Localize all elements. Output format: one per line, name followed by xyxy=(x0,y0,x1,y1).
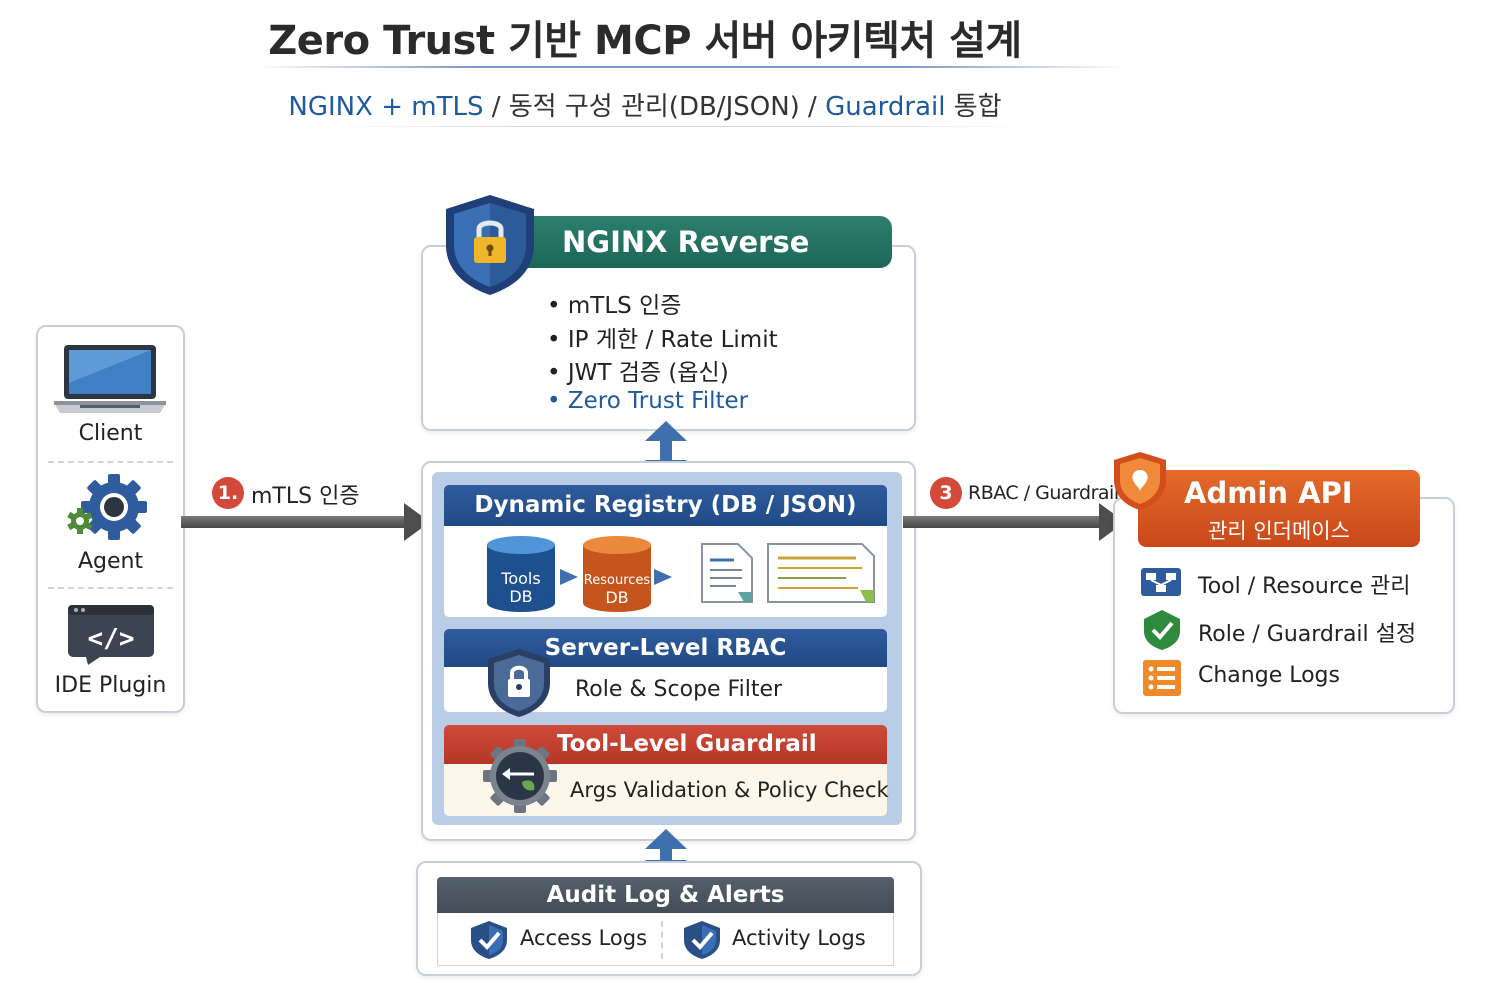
page-title: Zero Trust 기반 MCP 서버 아키텍처 설계 xyxy=(268,18,1022,64)
nginx-bullet-zero-trust: • Zero Trust Filter xyxy=(547,388,749,414)
admin-item-change-logs: Change Logs xyxy=(1198,663,1340,688)
code-window-icon: </> xyxy=(68,605,154,665)
flow-arrow-core-to-admin xyxy=(903,516,1101,528)
admin-api-title: Admin API xyxy=(1184,476,1353,510)
arrow-head-up xyxy=(645,421,687,441)
resources-db-icon xyxy=(583,536,651,612)
guardrail-description: Args Validation & Policy Check xyxy=(570,778,889,802)
admin-api-subtitle: 관리 인더메이스 xyxy=(1208,519,1350,543)
subtitle-divider xyxy=(330,126,1030,127)
subtitle-integration: 통합 xyxy=(945,92,1002,122)
flow-arrow-core-audit xyxy=(660,848,672,862)
audit-access-logs: Access Logs xyxy=(520,926,648,950)
tool-resource-icon xyxy=(1141,568,1181,596)
nginx-bullet-ip-rate: • IP 게한 / Rate Limit xyxy=(547,327,778,353)
change-log-icon xyxy=(1143,660,1181,696)
flow-arrow-nginx-core xyxy=(660,440,672,462)
svg-text:</>: </> xyxy=(88,624,135,654)
step-3-badge: 3 xyxy=(930,477,962,509)
step-1-badge: 1. xyxy=(212,477,244,509)
check-shield-icon xyxy=(1144,610,1180,650)
laptop-icon xyxy=(54,345,166,413)
audit-title: Audit Log & Alerts xyxy=(437,877,894,913)
guardrail-gear-icon xyxy=(483,739,557,813)
admin-shield-icon xyxy=(1114,452,1166,510)
tools-db-icon xyxy=(487,536,555,612)
arrow-right-icon xyxy=(654,569,672,585)
subtitle-nginx-mtls: NGINX + mTLS xyxy=(288,92,484,122)
flow-arrow-client-to-core xyxy=(181,516,405,528)
nginx-bullet-mtls: • mTLS 인증 xyxy=(547,293,682,319)
rbac-title: Server-Level RBAC xyxy=(444,629,887,667)
arrow-head-up xyxy=(645,829,687,849)
subtitle-dynamic-config: / 동적 구성 관리(DB/JSON) / xyxy=(483,92,826,122)
agent-label: Agent xyxy=(77,549,144,574)
config-file-icon xyxy=(767,543,875,603)
admin-item-role-guardrail: Role / Guardrail 설정 xyxy=(1198,622,1417,647)
ide-plugin-label: IDE Plugin xyxy=(54,673,167,698)
divider xyxy=(661,921,663,959)
registry-title: Dynamic Registry (DB / JSON) xyxy=(444,485,887,526)
subtitle-guardrail: Guardrail xyxy=(825,92,946,122)
page-subtitle: NGINX + mTLS / 동적 구성 관리(DB/JSON) / Guard… xyxy=(0,86,1290,123)
lock-shield-icon xyxy=(446,195,534,295)
step-1-label: mTLS 인증 xyxy=(251,484,360,509)
admin-api-header: Admin API 관리 인더메이스 xyxy=(1138,470,1420,547)
divider xyxy=(48,461,173,463)
lock-shield-icon xyxy=(488,649,550,717)
client-label: Client xyxy=(78,421,143,446)
check-shield-icon xyxy=(471,921,507,959)
nginx-bullet-jwt: • JWT 검증 (옵신) xyxy=(547,360,729,386)
check-shield-icon xyxy=(684,921,720,959)
admin-item-tool-resource: Tool / Resource 관리 xyxy=(1198,574,1411,599)
audit-activity-logs: Activity Logs xyxy=(732,926,866,950)
arrow-right-icon xyxy=(560,569,578,585)
rbac-description: Role & Scope Filter xyxy=(575,677,783,702)
divider xyxy=(48,587,173,589)
nginx-title: NGINX Reverse Proxy xyxy=(512,216,892,311)
document-icon xyxy=(701,543,753,603)
audit-body xyxy=(437,913,894,966)
step-3-label: RBAC / Guardrail xyxy=(968,482,1119,504)
client-panel: Client Agent xyxy=(36,325,185,713)
title-divider xyxy=(255,66,1125,68)
gear-icon xyxy=(67,474,147,540)
